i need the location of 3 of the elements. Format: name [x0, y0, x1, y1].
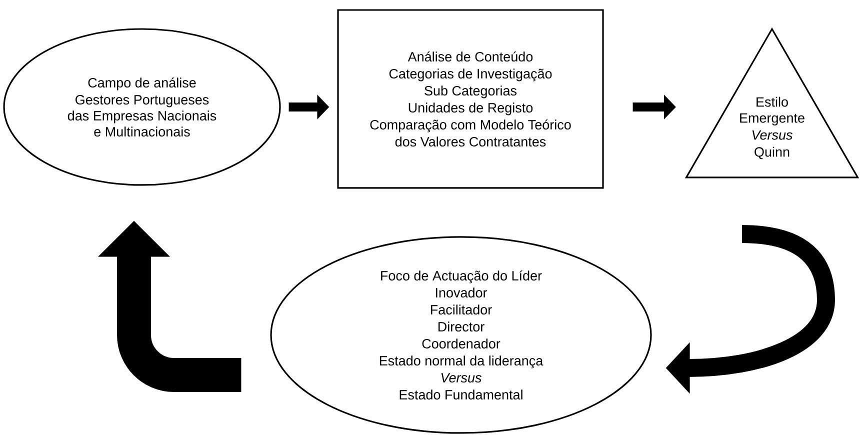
process-box: Análise de Conteúdo Categorias de Investigação Sub Categorias Unidades de Registo Comparação com Modelo Teórico dos Valores Contratantes [337, 9, 604, 189]
ellipse-node: Campo de análise Gestores Portugueses das Empresas Nacionais e Multinacionais [3, 28, 281, 186]
ellipse-node: Foco de Actuação do Líder Inovador Facilitador Director Coordenador Estado normal da liderança Versus Estado Fundamental [270, 236, 652, 434]
